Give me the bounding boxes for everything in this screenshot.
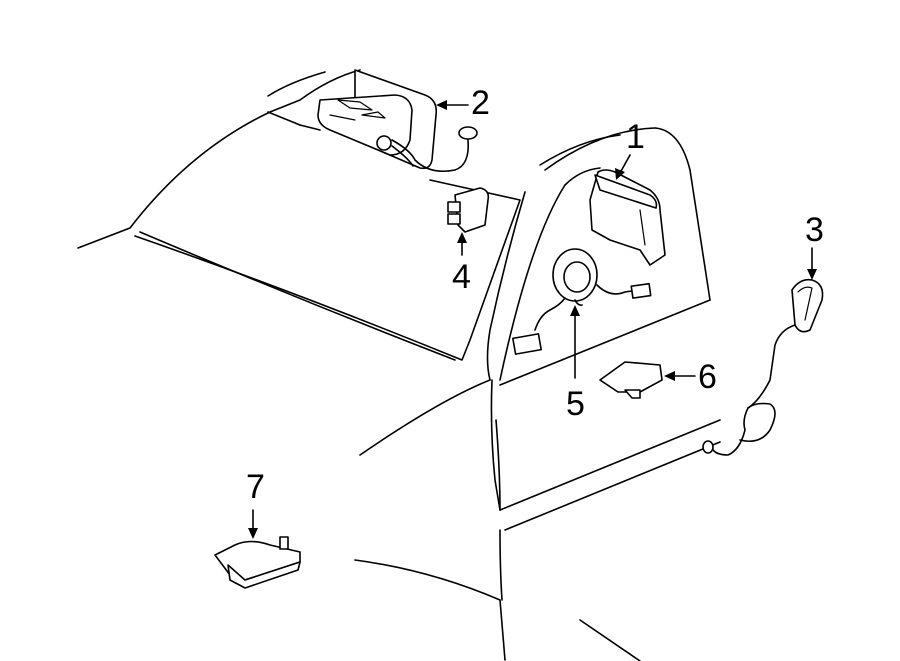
curtain-sensor-harness (702, 278, 824, 456)
side-airbag-module (589, 169, 666, 266)
callout-3: 3 (805, 211, 824, 249)
callout-7: 7 (246, 468, 265, 506)
sensor-module-4 (447, 187, 490, 233)
callout-5: 5 (566, 385, 585, 423)
passenger-airbag-module (317, 69, 478, 173)
control-module-7 (214, 536, 301, 589)
callout-6: 6 (698, 358, 717, 396)
leader-arrows (248, 100, 817, 539)
impact-sensor (599, 361, 663, 399)
vehicle-outline (77, 69, 721, 661)
callout-4: 4 (452, 258, 471, 296)
clock-spring (512, 248, 652, 355)
callout-2: 2 (471, 84, 490, 122)
callout-1: 1 (626, 118, 645, 156)
